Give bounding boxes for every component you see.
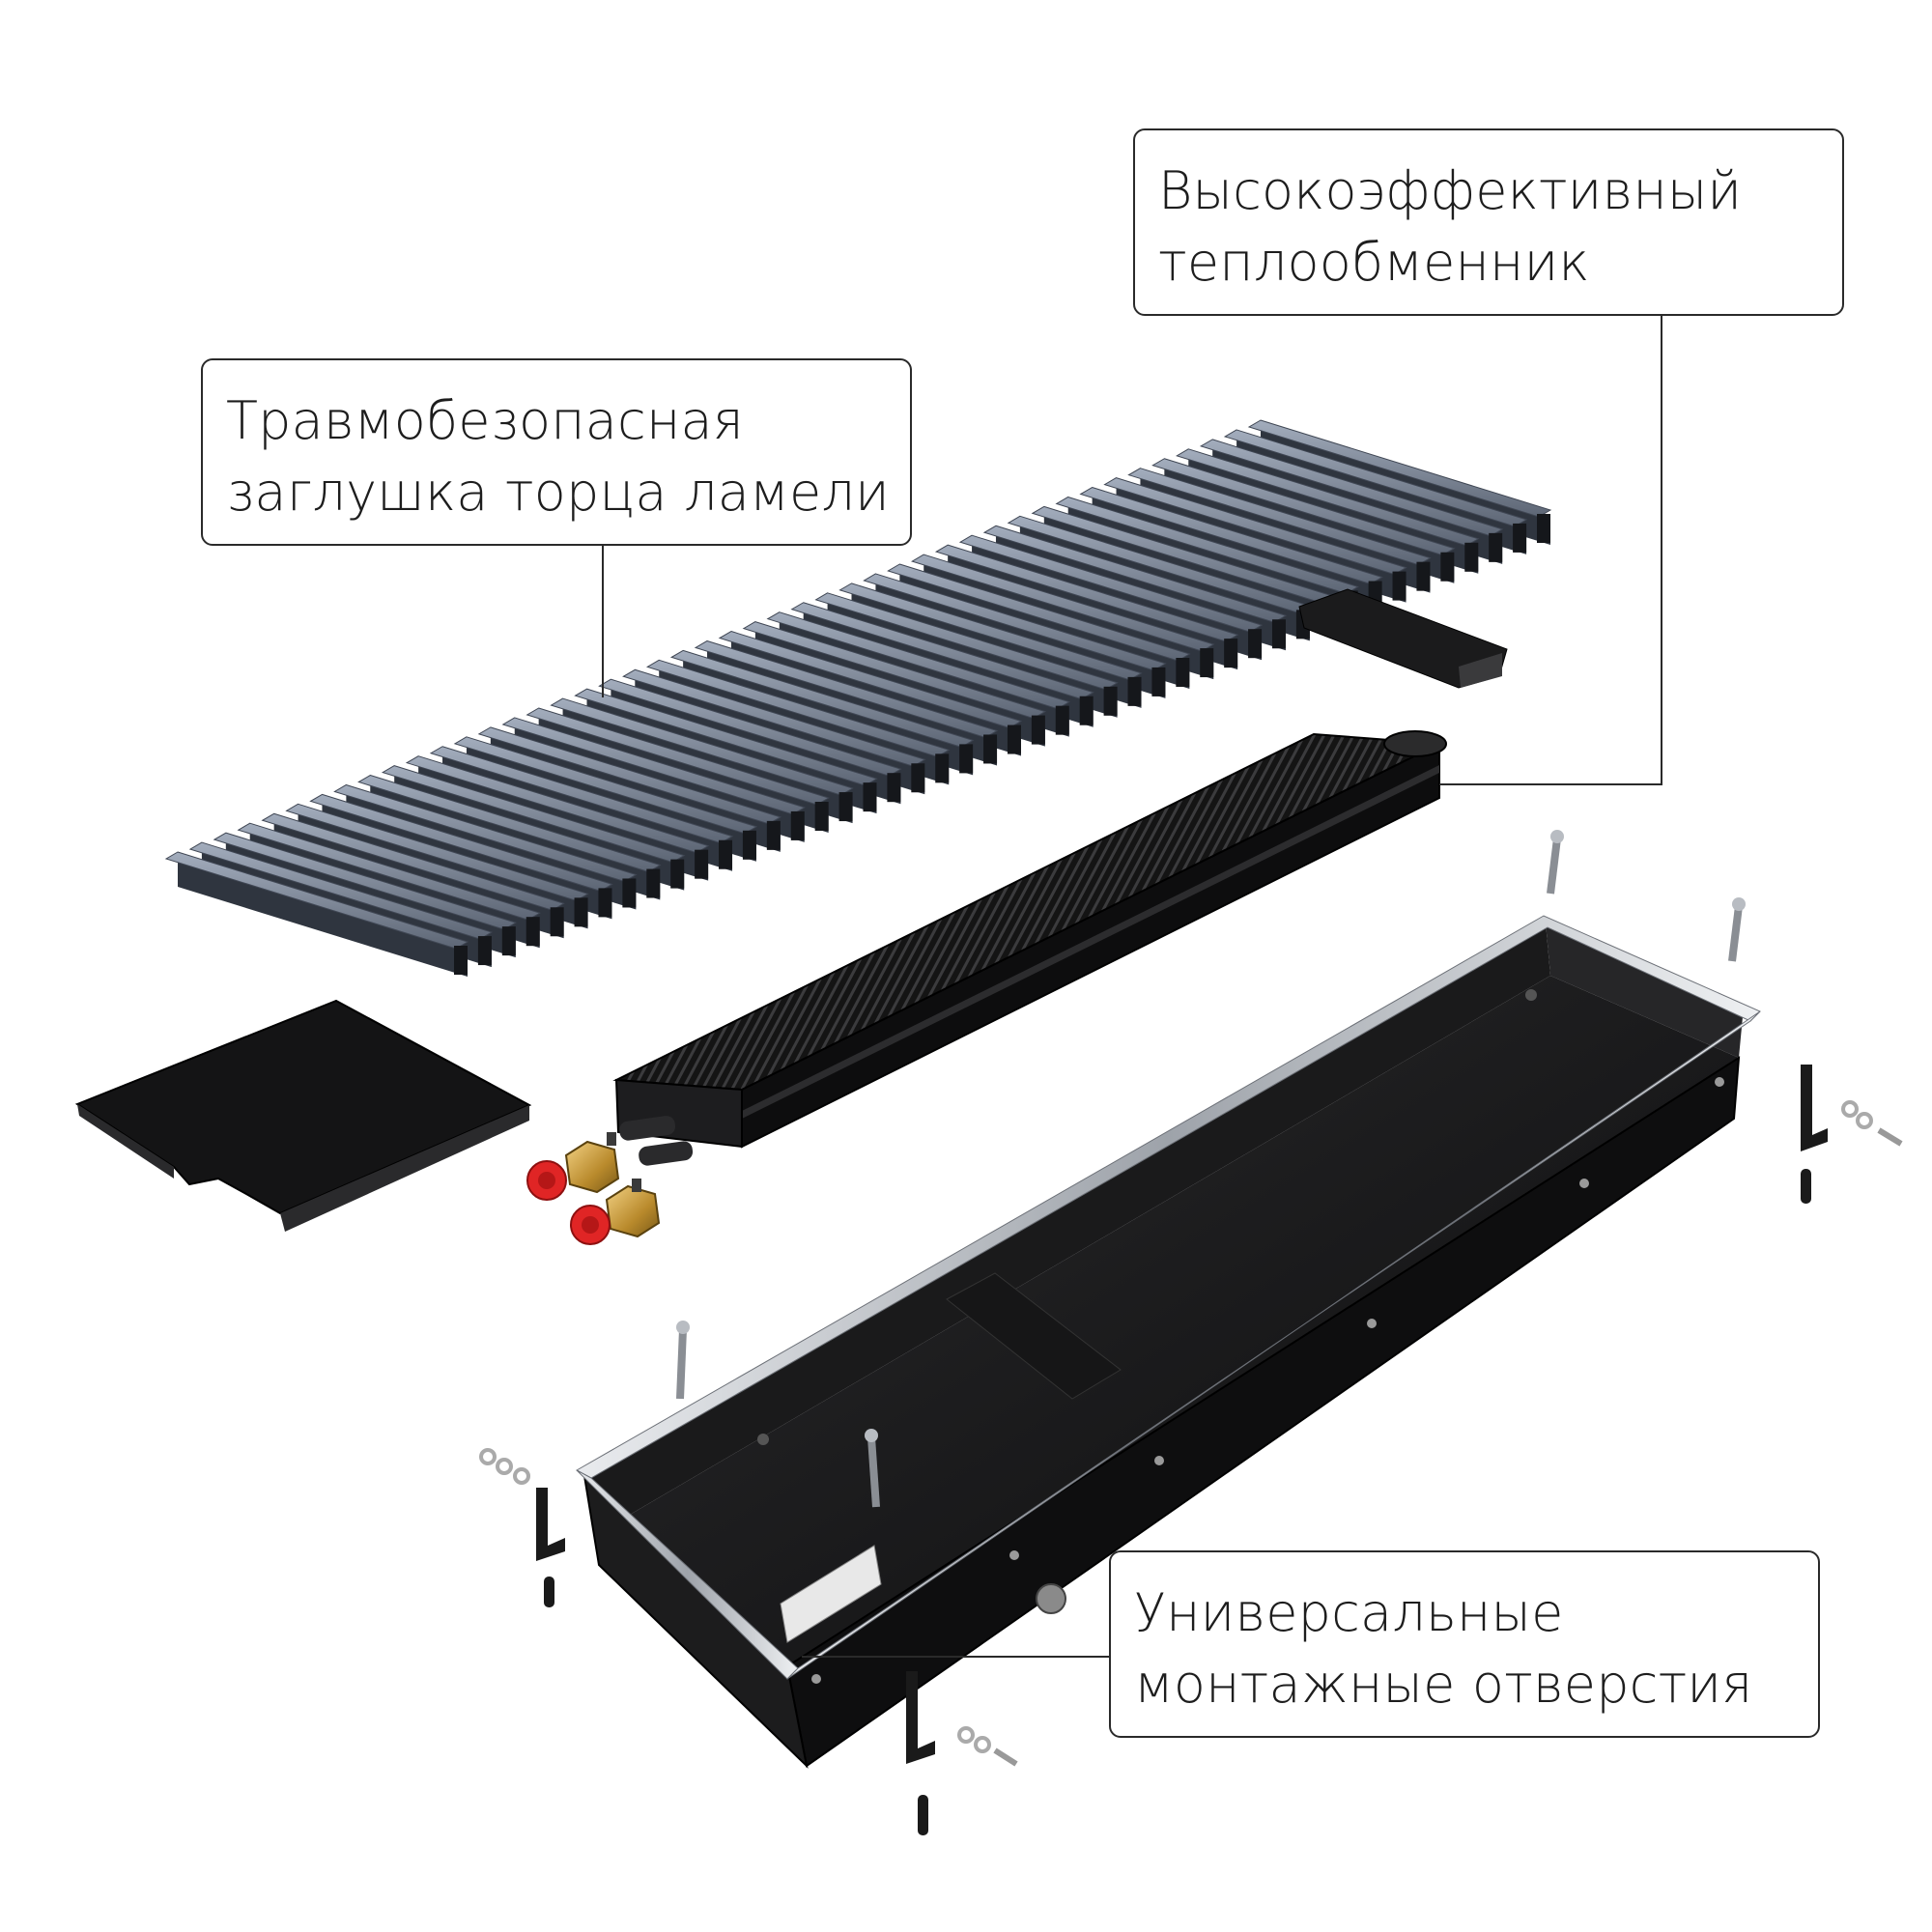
grille-slat-side: [178, 861, 468, 977]
mounting-bracket-icon: [906, 1671, 935, 1764]
slat-end-cap: [1440, 552, 1455, 582]
slat-end-cap: [814, 802, 829, 831]
slat-end-cap: [1151, 667, 1166, 696]
slat-end-cap: [863, 782, 877, 812]
slat-end-cap: [911, 763, 925, 793]
slat-end-cap: [1224, 639, 1238, 668]
callout-grille-end-cap-line2: заглушка торца ламели: [226, 462, 890, 523]
slat-end-cap: [838, 792, 853, 822]
slat-end-cap: [1489, 532, 1503, 562]
slat-end-cap: [646, 868, 661, 898]
slat-end-cap: [550, 907, 564, 937]
leader-lines: [602, 316, 1662, 1658]
slat-end-cap: [1103, 686, 1118, 716]
linear-grille: [164, 419, 1552, 977]
slat-end-cap: [622, 878, 637, 908]
slat-end-cap: [477, 936, 492, 966]
callout-mounting-holes-line1: Универсальные: [1134, 1582, 1564, 1643]
slat-end-cap: [1248, 629, 1263, 659]
valve-assembly: [526, 1132, 661, 1245]
slat-end-cap: [501, 926, 516, 956]
slat-end-cap: [1464, 542, 1479, 572]
slat-end-cap: [983, 734, 998, 764]
wall-dowel: [544, 1577, 554, 1607]
slat-end-cap: [1079, 696, 1094, 725]
slat-end-cap: [574, 897, 588, 927]
grille-support-bar-edge: [1459, 653, 1502, 688]
mounting-hardware: [479, 830, 1903, 1835]
slat-end-cap: [959, 744, 974, 774]
product-label-sticker: [780, 1545, 882, 1643]
slat-end-cap: [719, 839, 733, 869]
leader-line-exchanger: [1439, 316, 1662, 785]
slat-end-cap: [766, 820, 781, 850]
slat-end-cap: [1127, 676, 1142, 706]
slat-end-cap: [1271, 619, 1286, 649]
slat-end-cap: [598, 888, 612, 918]
callout-heat-exchanger: Высокоэффективный теплообменник: [1133, 128, 1844, 316]
mounting-bracket-icon: [1801, 1065, 1828, 1151]
leveling-screw: [865, 1429, 880, 1508]
end-cover-plate: [74, 999, 532, 1232]
slat-end-cap: [742, 830, 756, 860]
slat-end-cap: [1176, 658, 1190, 687]
slat-end-cap: [1200, 648, 1214, 678]
slat-end-cap: [1392, 571, 1406, 601]
slat-end-cap: [695, 849, 709, 879]
slat-end-cap: [526, 917, 540, 947]
leveling-screw: [1728, 897, 1746, 962]
wall-dowel: [918, 1795, 928, 1835]
slat-end-cap: [1007, 724, 1021, 754]
slat-end-cap: [1055, 705, 1069, 735]
wall-dowel: [1801, 1169, 1811, 1204]
callout-heat-exchanger-line1: Высокоэффективный: [1158, 160, 1743, 221]
convector-housing: [575, 915, 1761, 1769]
slat-end-cap: [935, 753, 950, 783]
callout-heat-exchanger-line2: теплообменник: [1158, 232, 1590, 293]
slat-end-cap: [790, 810, 805, 840]
slat-end-cap: [1031, 715, 1045, 745]
slat-end-cap: [454, 946, 468, 975]
callout-mounting-holes: Универсальные монтажные отверстия: [1109, 1550, 1820, 1738]
slat-end-cap: [1537, 514, 1550, 543]
heat-exchanger: [612, 730, 1447, 1166]
callout-grille-end-cap: Травмобезопасная заглушка торца ламели: [201, 358, 912, 546]
cable-grommet: [1036, 1583, 1066, 1614]
leveling-screw: [676, 1321, 690, 1400]
slat-end-cap: [1416, 561, 1431, 591]
slat-end-cap: [887, 773, 901, 803]
slat-end-cap: [1513, 523, 1527, 553]
slat-end-cap: [670, 859, 685, 889]
callout-grille-end-cap-line1: Травмобезопасная: [226, 390, 744, 451]
mounting-bracket-icon: [536, 1488, 565, 1561]
callout-mounting-holes-line2: монтажные отверстия: [1134, 1654, 1753, 1715]
leveling-screw: [1547, 830, 1564, 895]
